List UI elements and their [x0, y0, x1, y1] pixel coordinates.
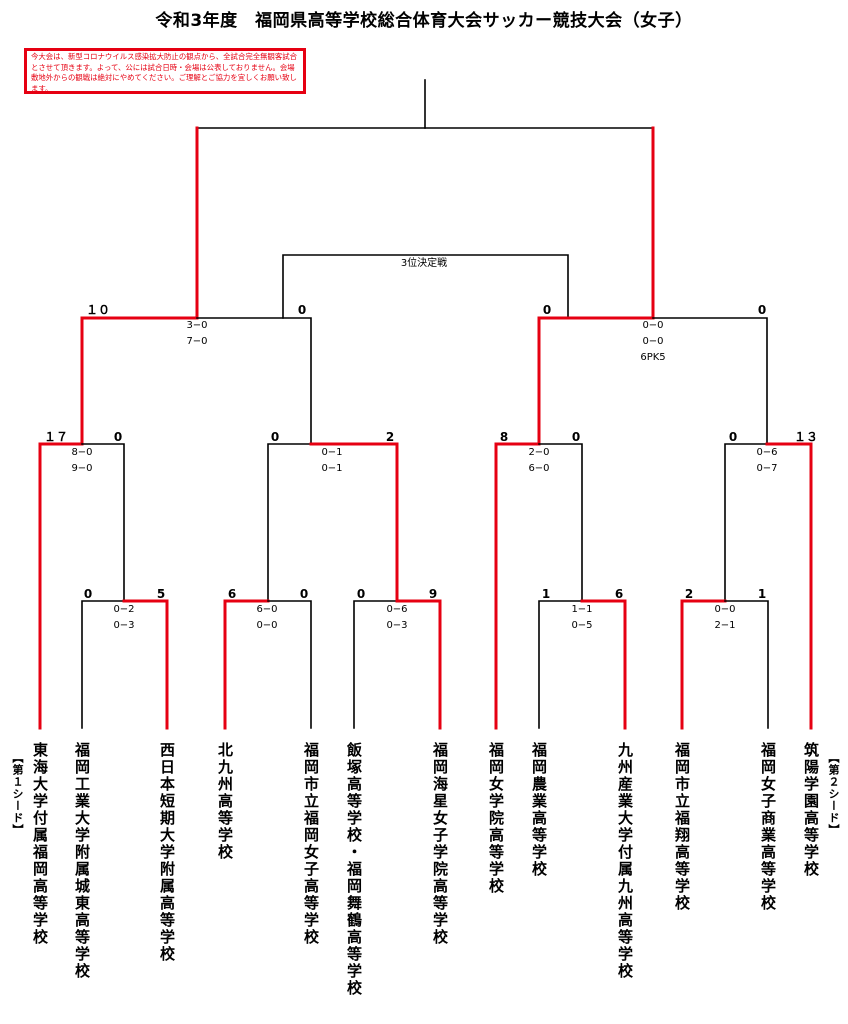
seed-label-right: 【第２シード】: [827, 752, 840, 836]
semi-b-loser-path: [652, 317, 768, 445]
halves-r1b-1: 6−0: [256, 604, 278, 615]
score-r1e-left: 2: [684, 587, 694, 601]
score-r2d-left: 0: [728, 430, 738, 444]
r1-c-loser-path: [353, 600, 398, 729]
halves-r1d-2: 0−5: [571, 620, 593, 631]
halves-r1e-1: 0−0: [714, 604, 736, 615]
third-place-bracket: [282, 254, 569, 319]
score-r2a-right: 0: [113, 430, 123, 444]
r2-c-loser-path: [538, 443, 583, 602]
halves-r1b-2: 0−0: [256, 620, 278, 631]
third-place-label: 3位決定戦: [400, 258, 448, 269]
r2-c-winner-path: [494, 442, 541, 730]
score-r1b-right: 0: [299, 587, 309, 601]
semi-b-winner-path: [537, 316, 655, 446]
score-r2c-left: 8: [499, 430, 509, 444]
score-r1e-right: 1: [757, 587, 767, 601]
halves-r1c-1: 0−6: [386, 604, 408, 615]
halves-r2d-2: 0−7: [756, 463, 778, 474]
team-name: 福岡市立福岡女子高等学校: [302, 742, 320, 946]
team-name: 九州産業大学付属九州高等学校: [616, 742, 634, 980]
halves-r2a-2: 9−0: [71, 463, 93, 474]
score-r1a-right: 5: [156, 587, 166, 601]
r2-d-winner-path: [765, 442, 813, 730]
score-semia-left: １０: [85, 303, 111, 317]
r1-e-loser-path: [724, 600, 769, 729]
score-r1c-right: 9: [428, 587, 438, 601]
team-name: 西日本短期大学附属高等学校: [158, 742, 176, 963]
team-name: 福岡市立福翔高等学校: [673, 742, 691, 912]
halves-r2c-1: 2−0: [528, 447, 550, 458]
team-name: 福岡工業大学附属城東高等学校: [73, 742, 91, 980]
r1-c-winner-path: [395, 599, 442, 730]
team-name: 福岡女学院高等学校: [487, 742, 505, 895]
r1-a-winner-path: [122, 599, 169, 730]
r2-d-loser-path: [724, 443, 768, 602]
score-r2b-right: 2: [385, 430, 395, 444]
halves-r1c-2: 0−3: [386, 620, 408, 631]
team-name: 飯塚高等学校・福岡舞鶴高等学校: [345, 742, 363, 997]
score-r1d-right: 6: [614, 587, 624, 601]
r1-d-winner-path: [580, 599, 627, 730]
halves-semib-2: 0−0: [642, 336, 664, 347]
team-name: 福岡女子商業高等学校: [759, 742, 777, 912]
halves-r2b-1: 0−1: [321, 447, 343, 458]
r1-d-loser-path: [538, 600, 583, 729]
notice-box: 今大会は、新型コロナウイルス感染拡大防止の観点から、全試合完全無観客試合とさせて…: [24, 48, 306, 94]
r1-e-winner-path: [680, 599, 727, 730]
score-r1b-left: 6: [227, 587, 237, 601]
score-r2c-right: 0: [571, 430, 581, 444]
semi-a-winner-path: [80, 316, 199, 446]
halves-semia-1: 3−0: [186, 320, 208, 331]
team-name: 東海大学付属福岡高等学校: [31, 742, 49, 946]
page-title: 令和3年度 福岡県高等学校総合体育大会サッカー競技大会（女子）: [155, 11, 693, 31]
team-name: 筑陽学園高等学校: [802, 742, 820, 878]
score-r2a-left: １７: [43, 430, 69, 444]
halves-r1e-2: 2−1: [714, 620, 736, 631]
halves-r1d-1: 1−1: [571, 604, 593, 615]
halves-r2c-2: 6−0: [528, 463, 550, 474]
team-name: 北九州高等学校: [216, 742, 234, 861]
r1-b-loser-path: [267, 600, 312, 729]
halves-r2d-1: 0−6: [756, 447, 778, 458]
halves-semib-1: 0−0: [642, 320, 664, 331]
score-r2d-right: １３: [793, 430, 819, 444]
halves-r1a-2: 0−3: [113, 620, 135, 631]
score-semib-right: 0: [757, 303, 767, 317]
pk-semib: 6PK5: [640, 352, 666, 363]
score-semib-left: 0: [542, 303, 552, 317]
score-r1a-left: 0: [83, 587, 93, 601]
r2-a-winner-path: [38, 442, 84, 730]
halves-r2a-1: 8−0: [71, 447, 93, 458]
halves-semia-2: 7−0: [186, 336, 208, 347]
r2-b-loser-path: [267, 443, 312, 602]
r2-a-loser-path: [81, 443, 125, 602]
r2-b-winner-path: [309, 442, 399, 603]
halves-r2b-2: 0−1: [321, 463, 343, 474]
score-r1d-left: 1: [541, 587, 551, 601]
score-r2b-left: 0: [270, 430, 280, 444]
team-name: 福岡海星女子学院高等学校: [431, 742, 449, 946]
team-name: 福岡農業高等学校: [530, 742, 548, 878]
score-semia-right: 0: [297, 303, 307, 317]
semi-a-loser-path: [196, 317, 312, 445]
r1-a-loser-path: [81, 600, 125, 729]
halves-r1a-1: 0−2: [113, 604, 135, 615]
seed-label-left: 【第１シード】: [11, 752, 24, 836]
score-r1c-left: 0: [356, 587, 366, 601]
r1-b-winner-path: [223, 599, 270, 730]
